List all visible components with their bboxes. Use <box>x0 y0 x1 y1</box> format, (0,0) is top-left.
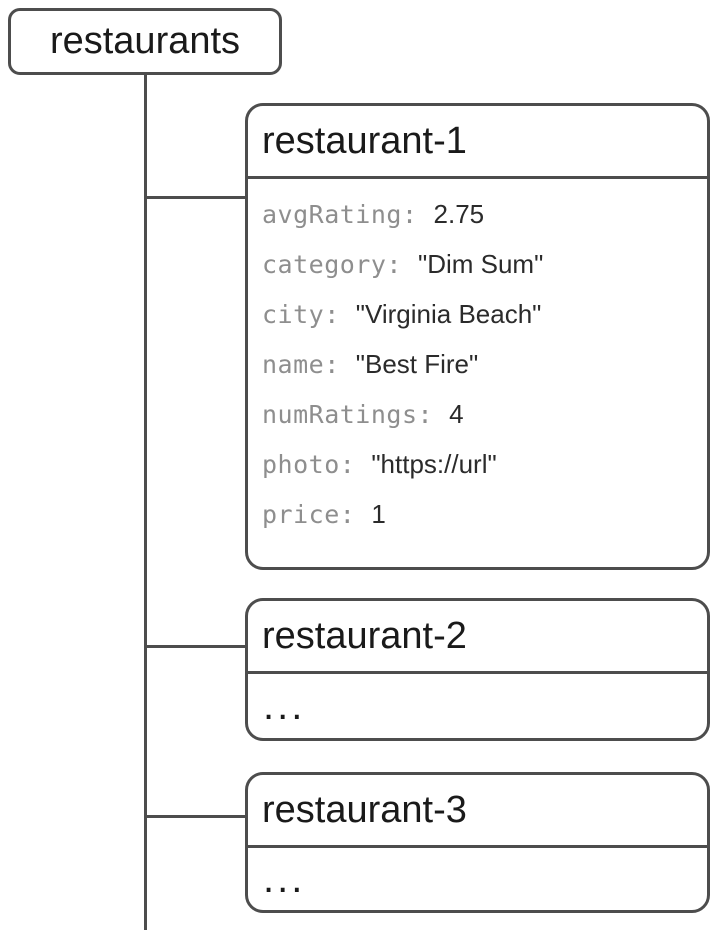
document-title: restaurant-3 <box>262 788 467 831</box>
field-name: price: <box>262 499 356 529</box>
tree-branch-line-restaurant-3 <box>145 815 246 818</box>
field-value: "Best Fire" <box>355 348 479 379</box>
field-row: price: 1 <box>262 489 707 539</box>
document-header: restaurant-2 <box>248 601 707 674</box>
document-title: restaurant-2 <box>262 614 467 657</box>
field-row: photo: "https://url" <box>262 439 707 489</box>
field-value: 1 <box>371 498 386 529</box>
document-card-restaurant-2: restaurant-2 ... <box>245 598 710 741</box>
document-ellipsis: ... <box>263 856 306 901</box>
field-value: 2.75 <box>433 198 485 229</box>
field-name: numRatings: <box>262 399 434 429</box>
field-row: name: "Best Fire" <box>262 339 707 389</box>
document-fields: avgRating: 2.75 category: "Dim Sum" city: "Vi… <box>248 179 707 539</box>
collection-label: restaurants <box>49 20 241 62</box>
document-title: restaurant-1 <box>262 119 467 162</box>
document-header: restaurant-1 <box>248 106 707 179</box>
document-card-restaurant-1: restaurant-1 avgRating: 2.75 category: "Dim… <box>245 103 710 570</box>
tree-branch-line-restaurant-2 <box>145 645 246 648</box>
field-value: "https://url" <box>371 448 497 479</box>
field-row: city: "Virginia Beach" <box>262 289 707 339</box>
tree-trunk-line <box>144 74 147 930</box>
field-name: category: <box>262 249 402 279</box>
field-name: name: <box>262 349 340 379</box>
document-ellipsis: ... <box>263 683 306 728</box>
collection-node-restaurants: restaurants <box>8 8 282 75</box>
field-name: city: <box>262 299 340 329</box>
field-name: photo: <box>262 449 356 479</box>
document-card-restaurant-3: restaurant-3 ... <box>245 772 710 913</box>
field-value: "Dim Sum" <box>417 248 544 279</box>
field-row: category: "Dim Sum" <box>262 239 707 289</box>
field-name: avgRating: <box>262 199 418 229</box>
document-header: restaurant-3 <box>248 775 707 848</box>
field-value: "Virginia Beach" <box>355 298 542 329</box>
field-value: 4 <box>449 398 464 429</box>
field-row: avgRating: 2.75 <box>262 189 707 239</box>
tree-branch-line-restaurant-1 <box>145 196 246 199</box>
field-row: numRatings: 4 <box>262 389 707 439</box>
